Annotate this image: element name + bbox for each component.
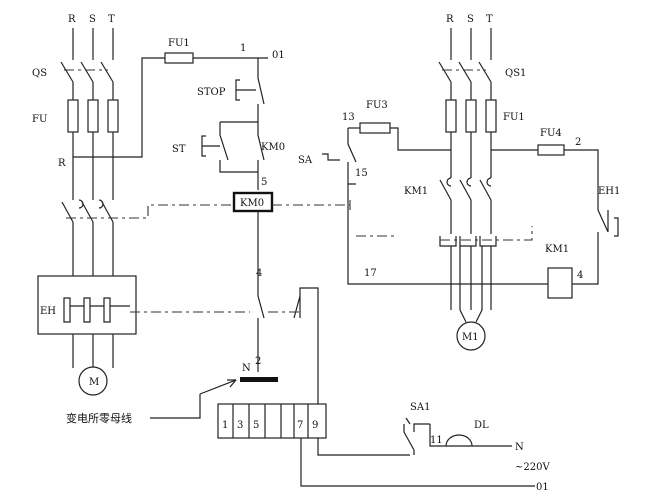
km0-coil (232, 191, 274, 213)
sa-label: SA (298, 155, 313, 166)
fuse-fu-s (87, 99, 99, 133)
neutral-busbar (240, 377, 278, 382)
phase-label-t: T (108, 14, 115, 25)
alarm-bell-dl (445, 434, 473, 447)
right-phase-label-s: S (467, 14, 474, 25)
fu1-label: FU1 (168, 38, 190, 49)
node-1-label: 1 (240, 43, 246, 54)
node-17-label: 17 (364, 268, 377, 279)
busbar-label: 变电所零母线 (66, 411, 132, 425)
alarm-circuit: SA1 11 DL N ~220V (403, 402, 550, 473)
fu1-right-label: FU1 (503, 112, 525, 123)
node-11-label: 11 (430, 435, 443, 446)
phase-label-s: S (89, 14, 96, 25)
fuse-fu-r (67, 99, 79, 133)
st-label: ST (172, 144, 186, 155)
r-tap-label: R (58, 158, 66, 169)
qs1-label: QS1 (505, 68, 526, 79)
right-power-circuit: R S T QS1 FU1 FU3 13 SA 15 17 FU4 2 EH1 (298, 14, 620, 351)
node-01-bottom-label: 01 (536, 482, 549, 493)
km1-main-label: KM1 (404, 186, 428, 197)
eh-heater-block (37, 275, 137, 335)
right-phase-label-t: T (486, 14, 493, 25)
sa1-label: SA1 (410, 402, 430, 413)
fuse-fu-t (107, 99, 119, 133)
fuse-fu1-s-right (465, 99, 477, 133)
terminal-9: 9 (312, 420, 318, 431)
km1-coil-label: KM1 (545, 244, 569, 255)
node-4-right-label: 4 (577, 270, 583, 281)
n-left-label: N (242, 363, 251, 374)
km0-contact-label: KM0 (261, 142, 285, 153)
eh1-label: EH1 (598, 186, 620, 197)
terminal-3: 3 (237, 420, 243, 431)
fu3-label: FU3 (366, 100, 388, 111)
node-13-label: 13 (342, 112, 355, 123)
motor-m1-label: M1 (462, 332, 479, 343)
fuse-fu3 (359, 122, 391, 134)
km0-coil-label: KM0 (240, 198, 264, 209)
fu4-label: FU4 (540, 128, 562, 139)
fuse-fu4 (537, 144, 565, 156)
node-01-top-label: 01 (272, 50, 285, 61)
dl-label: DL (474, 420, 489, 431)
voltage-label: ~220V (515, 462, 550, 473)
eh-label: EH (40, 306, 56, 317)
motor-m (78, 366, 108, 396)
motor-m1 (456, 321, 486, 351)
phase-label-r: R (68, 14, 76, 25)
node-4-label: 4 (256, 268, 262, 279)
right-phase-label-r: R (446, 14, 454, 25)
terminal-strip: 1 3 5 7 9 01 (217, 403, 549, 493)
qs-label: QS (32, 68, 47, 79)
terminal-1: 1 (222, 420, 228, 431)
node-2-right-label: 2 (575, 137, 581, 148)
node-15-label: 15 (355, 168, 368, 179)
fuse-fu1-control (164, 52, 194, 64)
km1-coil (547, 267, 573, 299)
motor-label: M (89, 377, 99, 388)
n-right-label: N (515, 442, 524, 453)
terminal-7: 7 (297, 420, 303, 431)
left-power-circuit: R S T QS FU R EH M (32, 14, 250, 396)
fuse-fu1-r-right (445, 99, 457, 133)
node-2-label: 2 (255, 356, 261, 367)
control-circuit: FU1 1 01 STOP ST KM0 5 KM0 4 2 N 变电所零母线 (66, 38, 350, 425)
fuse-fu1-t-right (485, 99, 497, 133)
node-5-label: 5 (261, 177, 267, 188)
terminal-5: 5 (253, 420, 259, 431)
fu-label: FU (32, 114, 47, 125)
stop-label: STOP (197, 87, 226, 98)
